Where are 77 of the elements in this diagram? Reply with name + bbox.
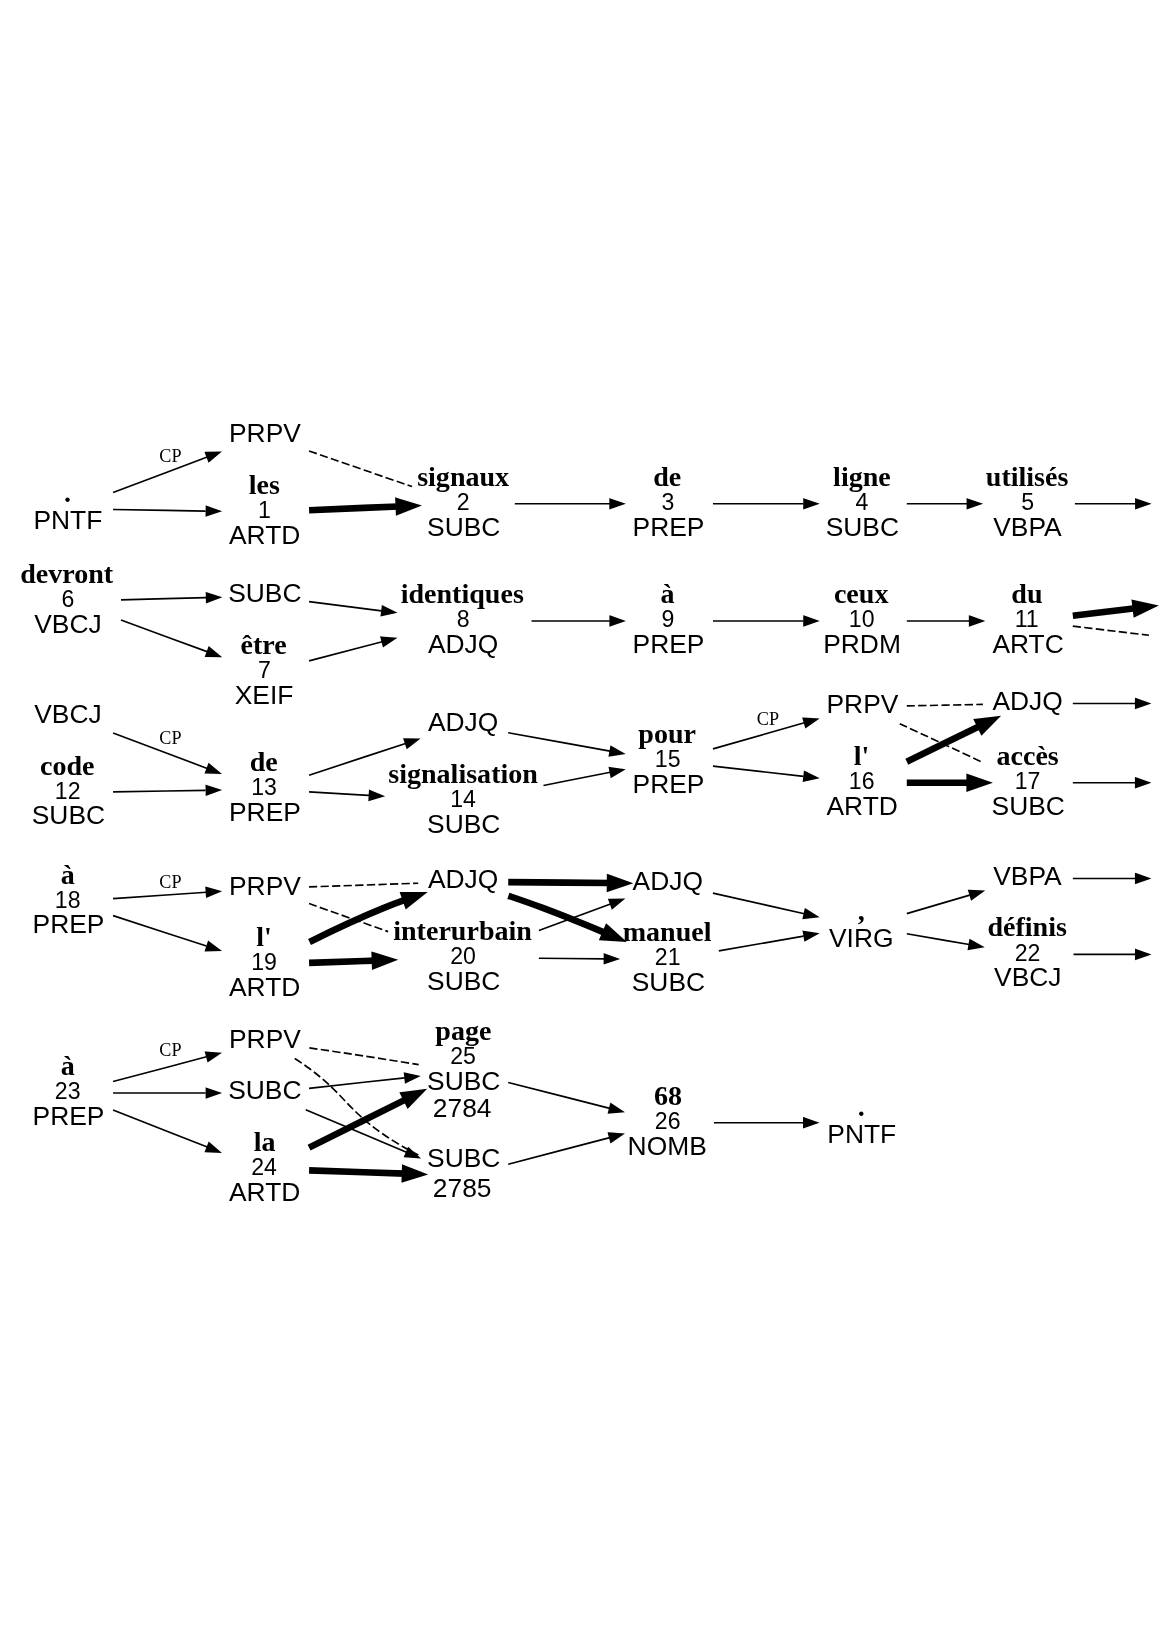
connector <box>905 703 984 707</box>
node-text: SUBC <box>825 511 900 542</box>
connector <box>308 1046 420 1065</box>
arrow <box>713 1116 820 1129</box>
arrow <box>905 715 1002 765</box>
arrow <box>712 614 820 627</box>
node-text: VBPA <box>993 860 1062 891</box>
arrow <box>308 891 428 945</box>
arrow <box>1072 776 1152 788</box>
edge-label: CP <box>159 727 182 748</box>
connector <box>898 722 984 763</box>
arrow <box>507 731 626 757</box>
arrow <box>112 1108 222 1153</box>
arrow <box>906 772 993 792</box>
arrow <box>308 1163 429 1183</box>
edge-label: CP <box>159 1039 182 1060</box>
arrow <box>120 618 223 657</box>
arrow <box>538 898 626 931</box>
arrow <box>112 784 223 796</box>
arrow <box>905 497 984 510</box>
arrow <box>308 950 399 970</box>
connector <box>308 881 420 888</box>
arrow <box>120 591 223 603</box>
connector <box>1072 624 1150 636</box>
edge-label: CP <box>159 445 182 466</box>
node-text: PRPV <box>229 870 301 901</box>
arrow <box>712 764 820 782</box>
arrow <box>507 1081 625 1114</box>
node-text: ADJQ <box>427 706 499 737</box>
arrow <box>712 891 820 919</box>
arrow <box>112 914 222 951</box>
arrow <box>308 600 398 616</box>
arrow <box>112 1086 223 1099</box>
arrow <box>542 766 626 786</box>
arrow <box>514 497 626 510</box>
arrow <box>112 1050 223 1082</box>
arrow <box>308 789 386 801</box>
arrow <box>1072 948 1152 960</box>
connector <box>308 449 413 487</box>
arrow <box>308 635 398 662</box>
arrow <box>112 731 222 774</box>
arrow <box>1072 598 1159 619</box>
arrow <box>905 614 986 627</box>
arrow <box>112 886 223 899</box>
arrow <box>905 889 986 914</box>
arrow <box>1074 497 1152 510</box>
arrow <box>307 1088 428 1151</box>
arrow <box>1072 872 1152 884</box>
arrow <box>112 504 223 517</box>
node-text: SUBC <box>228 1074 302 1105</box>
edge-label: CP <box>159 871 182 892</box>
arrow <box>507 892 627 942</box>
node-text: SUBC <box>228 577 302 608</box>
node-text: ADJQ <box>992 685 1063 716</box>
node-text: VBCJ <box>34 698 102 729</box>
node-text: PRPV <box>229 1023 301 1054</box>
arrow <box>905 932 985 950</box>
arrow <box>308 496 422 516</box>
arrow <box>717 930 820 952</box>
node-label: , <box>857 894 865 926</box>
node-text: ADJQ <box>632 865 703 896</box>
arrow <box>308 1071 421 1089</box>
arrow <box>507 1131 625 1165</box>
edge-label: CP <box>756 708 780 729</box>
arrow <box>308 737 421 776</box>
arrow <box>112 450 222 493</box>
arrow <box>538 952 621 965</box>
connector <box>308 902 389 932</box>
node-text: PRPV <box>826 688 899 719</box>
node-text: SUBC 2784 <box>427 1065 501 1123</box>
node-text: PRPV <box>229 417 301 448</box>
node-text: SUBC 2785 <box>427 1142 501 1203</box>
node-text: ADJQ <box>427 863 499 894</box>
arrow <box>530 614 626 627</box>
arrow <box>712 497 820 510</box>
arrow <box>1072 697 1152 709</box>
arrow <box>712 716 820 750</box>
